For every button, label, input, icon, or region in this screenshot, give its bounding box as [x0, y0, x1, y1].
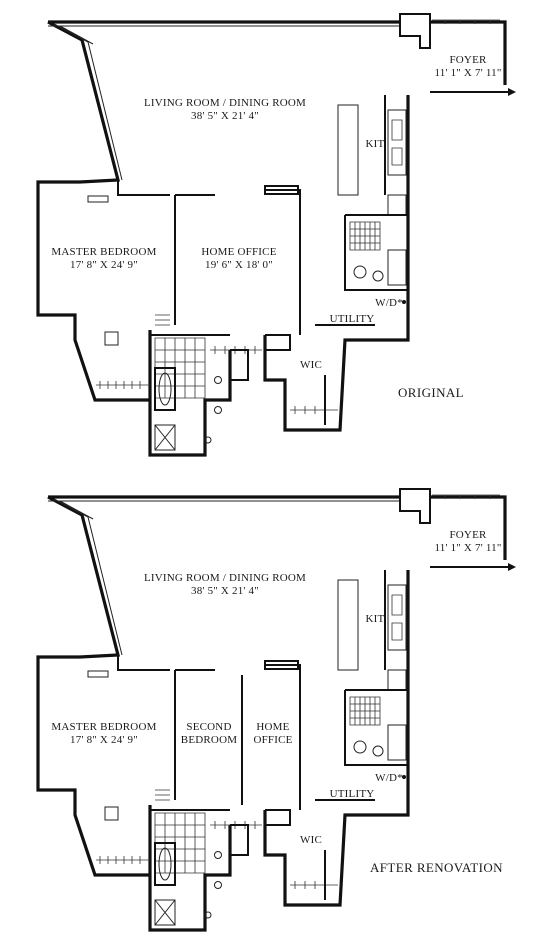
master-bedroom-size: 17' 8" X 24' 9": [70, 734, 138, 746]
master-bedroom-name: MASTER BEDROOM: [51, 246, 157, 258]
living-room-name: LIVING ROOM / DINING ROOM: [143, 572, 307, 584]
foyer-label: FOYER 11' 1" X 7' 11": [418, 54, 518, 80]
home-office-label: HOME OFFICE 19' 6" X 18' 0": [182, 246, 296, 272]
master-bedroom-label: MASTER BEDROOM 17' 8" X 24' 9": [40, 721, 168, 747]
floor-plan-drawing: [36, 13, 516, 457]
living-room-name: LIVING ROOM / DINING ROOM: [143, 97, 307, 109]
utility-label: UTILITY: [329, 788, 375, 800]
washer-dryer-label: W/D*: [375, 772, 403, 784]
foyer-size: 11' 1" X 7' 11": [434, 542, 502, 554]
second-bedroom-label: SECOND BEDROOM: [178, 721, 240, 747]
master-bedroom-label: MASTER BEDROOM 17' 8" X 24' 9": [40, 246, 168, 272]
home-office-label: HOME OFFICE: [248, 721, 298, 747]
living-room-label: LIVING ROOM / DINING ROOM 38' 5" X 21' 4…: [130, 97, 320, 123]
living-room-label: LIVING ROOM / DINING ROOM 38' 5" X 21' 4…: [130, 572, 320, 598]
home-office-line2: OFFICE: [253, 734, 293, 746]
kitchen-label: KIT: [365, 138, 385, 150]
master-bedroom-size: 17' 8" X 24' 9": [70, 259, 138, 271]
master-bedroom-name: MASTER BEDROOM: [51, 721, 157, 733]
plan-caption: ORIGINAL: [398, 385, 465, 400]
home-office-size: 19' 6" X 18' 0": [205, 259, 273, 271]
wic-label: WIC: [300, 359, 322, 371]
kitchen-label: KIT: [365, 613, 385, 625]
home-office-line1: HOME: [256, 721, 290, 733]
plan-caption: AFTER RENOVATION: [370, 860, 503, 875]
living-room-size: 38' 5" X 21' 4": [191, 585, 259, 597]
second-bedroom-line1: SECOND: [186, 721, 232, 733]
floor-plan-after-renovation: LIVING ROOM / DINING ROOM 38' 5" X 21' 4…: [0, 475, 550, 950]
utility-label: UTILITY: [329, 313, 375, 325]
floor-plan-drawing: [36, 488, 516, 932]
wic-label: WIC: [300, 834, 322, 846]
washer-dryer-label: W/D*: [375, 297, 403, 309]
foyer-size: 11' 1" X 7' 11": [434, 67, 502, 79]
foyer-name: FOYER: [449, 529, 487, 541]
foyer-name: FOYER: [449, 54, 487, 66]
living-room-size: 38' 5" X 21' 4": [191, 110, 259, 122]
home-office-name: HOME OFFICE: [201, 246, 277, 258]
floor-plan-original: LIVING ROOM / DINING ROOM 38' 5" X 21' 4…: [36, 13, 518, 457]
second-bedroom-line2: BEDROOM: [180, 734, 238, 746]
foyer-label: FOYER 11' 1" X 7' 11": [418, 529, 518, 555]
